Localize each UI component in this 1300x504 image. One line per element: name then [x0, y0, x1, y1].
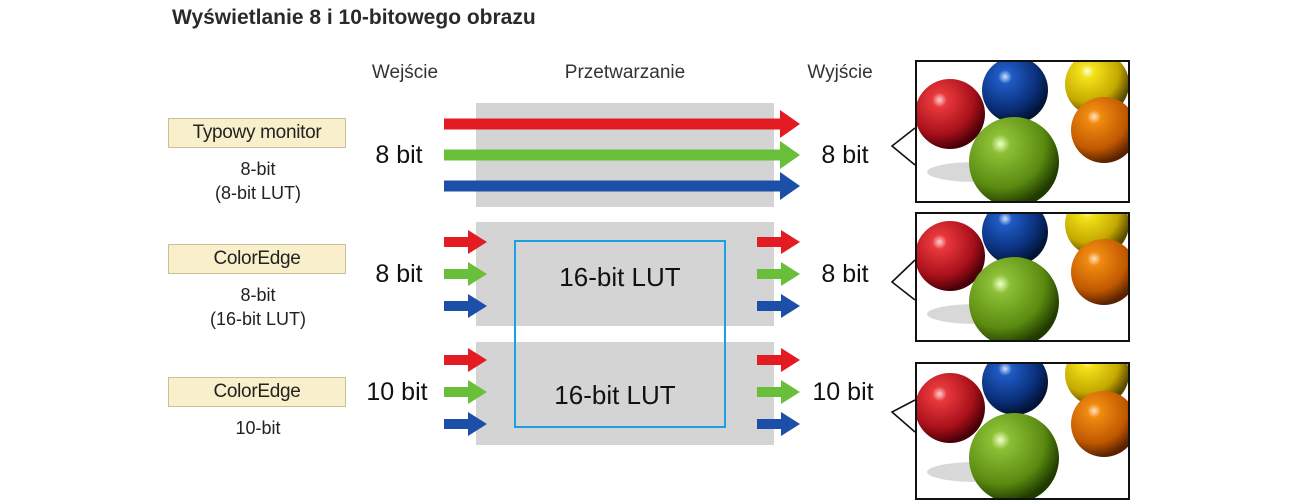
lut-label-row2: 16-bit LUT [559, 262, 681, 292]
speech-pointer-icon [890, 259, 916, 301]
device-label-row2: ColorEdge [168, 244, 346, 274]
device-bits-row1: 8-bit [240, 159, 276, 179]
column-output: Wyjście [807, 62, 873, 83]
column-input: Wejście [371, 62, 439, 83]
output-bits-row2: 8 bit [821, 260, 869, 288]
input-bits-row1: 8 bit [375, 141, 423, 169]
column-processing: Przetwarzanie [564, 62, 686, 83]
lut-label-row3: 16-bit LUT [554, 380, 676, 410]
device-label-row3: ColorEdge [168, 377, 346, 407]
input-bits-row3: 10 bit [366, 378, 428, 406]
speech-pointer-icon [890, 399, 916, 433]
device-bits-row3: 10-bit [235, 418, 281, 438]
output-bits-row1: 8 bit [821, 141, 869, 169]
output-image-row3 [915, 362, 1130, 500]
output-image-row1 [915, 60, 1130, 203]
lut-outline [514, 240, 726, 428]
device-spec-row3: 10-bit [160, 416, 356, 440]
color-balls-image-icon [917, 62, 1128, 201]
diagram-title: Wyświetlanie 8 i 10-bitowego obrazu [172, 6, 536, 29]
device-bits-row2: 8-bit [240, 285, 276, 305]
device-spec-row1: 8-bit (8-bit LUT) [160, 157, 356, 205]
color-balls-image-icon [917, 214, 1128, 340]
device-label-row1: Typowy monitor [168, 118, 346, 148]
color-balls-image-icon [917, 364, 1128, 498]
device-lut-row2: (16-bit LUT) [209, 309, 307, 329]
device-spec-row2: 8-bit (16-bit LUT) [160, 283, 356, 331]
input-bits-row2: 8 bit [375, 260, 423, 288]
device-lut-row1: (8-bit LUT) [214, 183, 301, 203]
output-bits-row3: 10 bit [812, 378, 874, 406]
speech-pointer-icon [890, 127, 916, 166]
output-image-row2 [915, 212, 1130, 342]
